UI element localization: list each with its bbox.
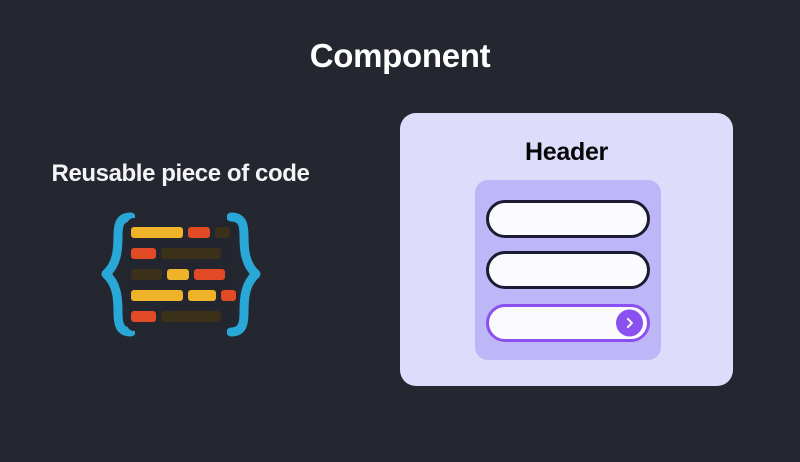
right-curly-brace-icon (227, 212, 261, 337)
chevron-right-icon[interactable] (616, 309, 643, 337)
reusable-code-caption: Reusable piece of code (51, 160, 310, 187)
code-token (167, 269, 189, 280)
input-field-two[interactable] (486, 251, 650, 289)
left-curly-brace-icon (101, 212, 135, 337)
code-token (131, 248, 156, 259)
code-token (221, 290, 236, 301)
page-title: Component (309, 37, 491, 74)
code-token (215, 227, 230, 238)
component-inner-panel (475, 180, 661, 360)
code-token (161, 311, 221, 322)
card-header-title: Header (525, 138, 608, 166)
component-card: Header (400, 113, 733, 386)
code-line-3 (131, 269, 233, 280)
code-token (131, 311, 156, 322)
code-token (161, 248, 221, 259)
code-line-1 (131, 227, 233, 238)
code-token (188, 290, 216, 301)
code-token (188, 227, 210, 238)
code-token (194, 269, 225, 280)
input-field-one[interactable] (486, 200, 650, 238)
code-line-5 (131, 311, 233, 322)
code-illustration (101, 212, 261, 337)
input-field-three[interactable] (486, 304, 650, 342)
code-line-2 (131, 248, 233, 259)
code-token (131, 269, 162, 280)
code-lines-panel (127, 218, 237, 331)
code-token (131, 227, 183, 238)
code-token (131, 290, 183, 301)
reusable-code-section: Reusable piece of code (38, 160, 358, 337)
code-line-4 (131, 290, 236, 301)
